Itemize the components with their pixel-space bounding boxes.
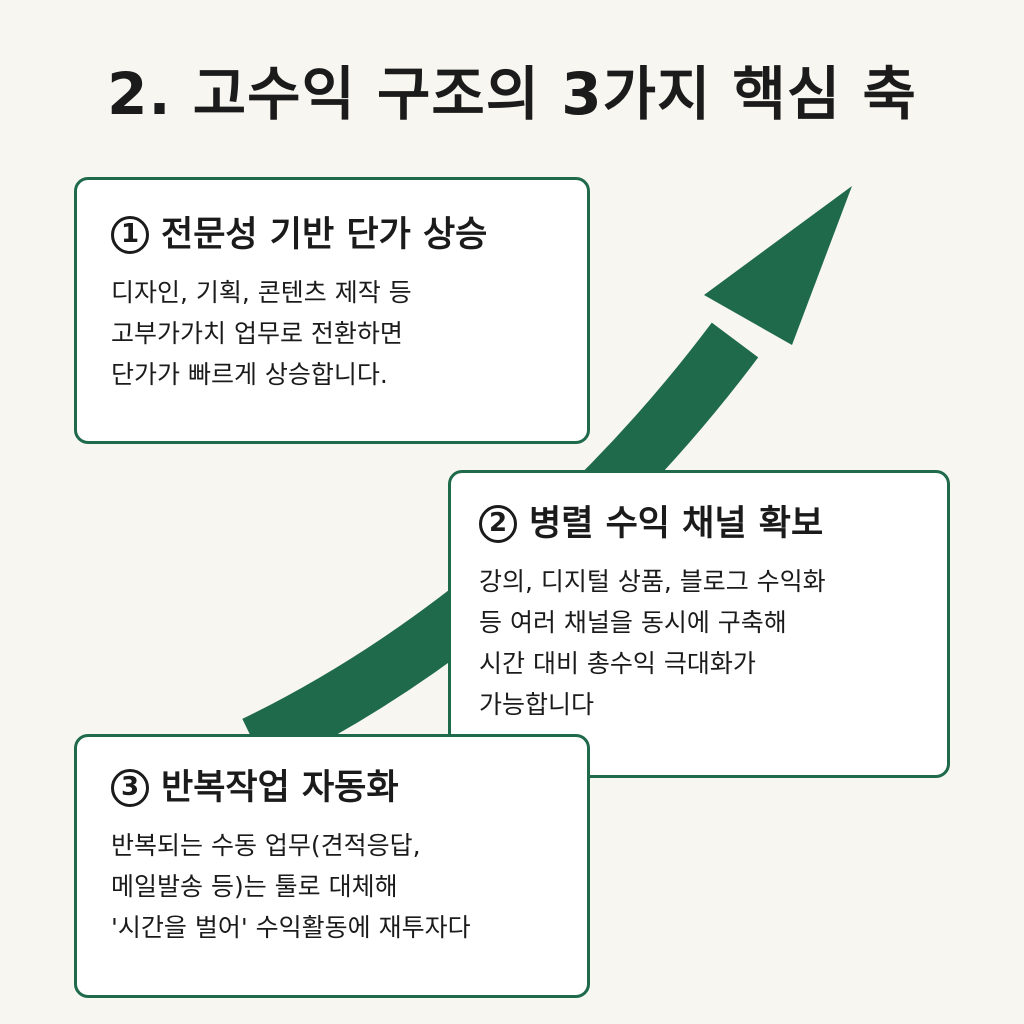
card-heading-text: 전문성 기반 단가 상승 bbox=[161, 215, 488, 255]
card-body: 강의, 디지털 상품, 블로그 수익화 등 여러 채널을 동시에 구축해 시간 … bbox=[479, 567, 826, 719]
card-body: 디자인, 기획, 콘텐츠 제작 등 고부가가치 업무로 전환하면 단가가 빠르게… bbox=[111, 278, 412, 389]
number-badge: 3 bbox=[111, 769, 149, 807]
card-automation: 3 반복작업 자동화 반복되는 수동 업무(견적응답, 메일발송 등)는 툴로 … bbox=[74, 734, 590, 998]
card-expertise-pricing: 1 전문성 기반 단가 상승 디자인, 기획, 콘텐츠 제작 등 고부가가치 업… bbox=[74, 177, 590, 444]
page-title: 2. 고수익 구조의 3가지 핵심 축 bbox=[107, 60, 917, 128]
card-heading: 1 전문성 기반 단가 상승 bbox=[111, 214, 559, 256]
number-badge: 2 bbox=[479, 505, 517, 543]
card-body: 반복되는 수동 업무(견적응답, 메일발송 등)는 툴로 대체해 '시간을 벌어… bbox=[111, 831, 471, 942]
card-heading-text: 반복작업 자동화 bbox=[161, 768, 399, 808]
card-heading: 3 반복작업 자동화 bbox=[111, 767, 561, 809]
arrow-head bbox=[704, 186, 852, 345]
card-parallel-channels: 2 병렬 수익 채널 확보 강의, 디지털 상품, 블로그 수익화 등 여러 채… bbox=[448, 470, 950, 778]
number-badge: 1 bbox=[111, 216, 149, 254]
card-heading: 2 병렬 수익 채널 확보 bbox=[479, 503, 923, 545]
card-heading-text: 병렬 수익 채널 확보 bbox=[529, 504, 824, 544]
